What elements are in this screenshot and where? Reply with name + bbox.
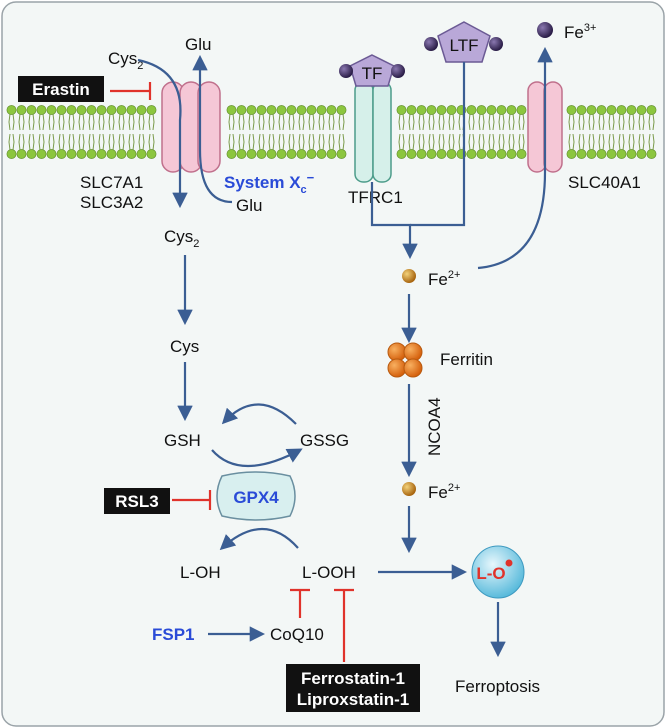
looh-label: L-OOH	[302, 563, 356, 582]
glu-in-label: Glu	[236, 196, 262, 215]
radical-dot-icon	[505, 559, 513, 567]
lo-label: L-O	[476, 564, 505, 583]
ferroptosis-label: Ferroptosis	[455, 677, 540, 696]
gpx4-label: GPX4	[233, 488, 279, 507]
gssg-to-gsh-arrow	[221, 403, 297, 425]
membrane	[6, 105, 657, 159]
fe2-a-label: Fe2+	[428, 269, 460, 289]
fsp1-label: FSP1	[152, 625, 195, 644]
fe2-b-iron-icon	[402, 482, 416, 496]
tfrc1-receptor	[354, 81, 392, 183]
loh-label: L-OH	[180, 563, 221, 582]
rsl3-inhibit	[172, 490, 212, 510]
gsh-to-gssg-arrow	[211, 448, 303, 467]
fe2-b-label: Fe2+	[428, 482, 460, 502]
slc7a1-label: SLC7A1	[80, 173, 143, 192]
glu-export-arrow	[192, 54, 233, 204]
ferritin-icon	[387, 342, 423, 378]
erastin-box	[18, 76, 104, 102]
lo-radical-sphere	[471, 545, 525, 599]
erastin-label: Erastin	[32, 80, 90, 99]
fe3-label: Fe3+	[564, 22, 596, 42]
rsl3-label: RSL3	[115, 492, 158, 511]
ltf-label: LTF	[450, 36, 479, 55]
erastin-inhibit	[110, 82, 152, 100]
slc3a2-label: SLC3A2	[80, 193, 143, 212]
cys2-in-label: Cys2	[164, 227, 199, 250]
ferrostatin-box	[286, 664, 420, 712]
cys-label: Cys	[170, 337, 199, 356]
gpx4-enzyme	[216, 471, 296, 521]
tf-icon: TF	[339, 54, 405, 87]
fe2-a-iron-icon	[402, 269, 416, 283]
ltf-to-fe2-line	[410, 62, 466, 227]
gssg-label: GSSG	[300, 431, 349, 450]
tf-label: TF	[362, 64, 383, 83]
ferrostatin-label: Ferrostatin-1	[301, 669, 405, 688]
glu-out-label: Glu	[185, 35, 211, 54]
liproxstatin-label: Liproxstatin-1	[297, 690, 409, 709]
rsl3-box	[104, 488, 170, 514]
tfrc1-label: TFRC1	[348, 188, 403, 207]
ferritin-label: Ferritin	[440, 350, 493, 369]
cys2-import-arrow	[137, 58, 188, 209]
fe2-export-arrow	[477, 46, 553, 270]
fe3-iron-icon	[537, 22, 553, 38]
cys2-out-label: Cys2	[108, 49, 143, 72]
system-xc-transporter	[161, 81, 221, 173]
ferrostatin-inhibit	[334, 588, 354, 662]
tfrc1-to-fe2-arrow	[370, 182, 418, 260]
ltf-icon: LTF	[424, 21, 503, 63]
coq10-inhibit	[290, 588, 310, 618]
ncoa4-label: NCOA4	[425, 397, 444, 456]
slc40a1-label: SLC40A1	[568, 173, 641, 192]
system-xc-label: System Xc−	[224, 170, 315, 196]
looh-to-loh-arrow	[219, 527, 299, 551]
gsh-label: GSH	[164, 431, 201, 450]
coq10-label: CoQ10	[270, 625, 324, 644]
